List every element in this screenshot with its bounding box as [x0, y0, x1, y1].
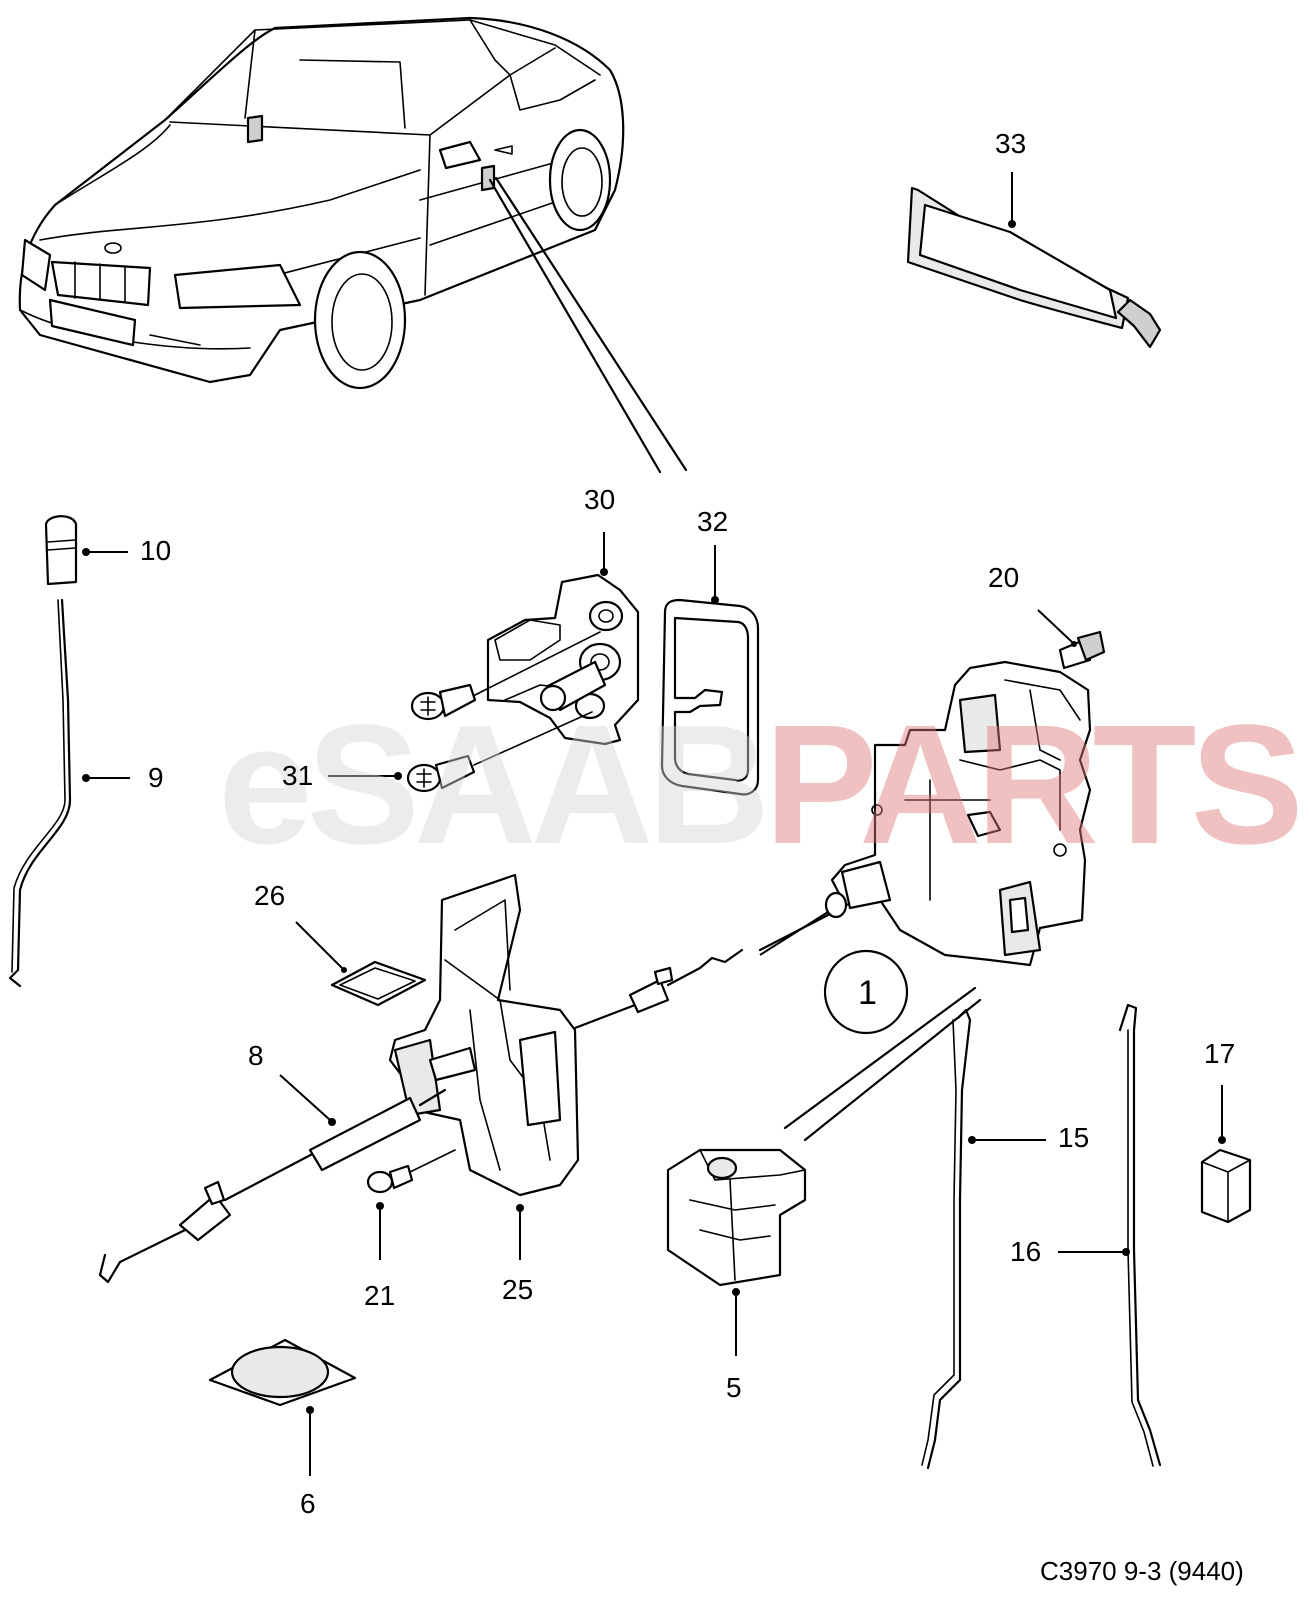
pad-part-26 — [330, 960, 427, 1007]
gasket-part-32 — [660, 598, 760, 796]
rod-part-15 — [926, 1008, 972, 1470]
callout-26: 26 — [254, 880, 286, 911]
watermark-logo: eSAABPARTS — [218, 690, 1304, 880]
callout-17: 17 — [1204, 1038, 1236, 1069]
car-illustration — [18, 16, 625, 390]
callout-6: 6 — [300, 1488, 316, 1519]
lock-button-part-10 — [44, 515, 78, 586]
pointer-line — [488, 178, 662, 474]
grease-tube-part-33 — [906, 186, 1162, 349]
callout-21: 21 — [364, 1280, 396, 1311]
screw-part-31 — [406, 631, 601, 793]
callout-1: 1 — [858, 974, 877, 1012]
callout-8: 8 — [248, 1040, 264, 1071]
assembly-callout-circle — [823, 949, 909, 1035]
callout-16: 16 — [1010, 1236, 1042, 1267]
callout-9: 9 — [148, 762, 164, 793]
seal-part-6 — [208, 1338, 357, 1407]
lock-rod-part-9 — [8, 598, 72, 988]
pointer-line — [494, 176, 688, 472]
screw-part-21 — [366, 1149, 456, 1194]
lock-housing-part-25 — [388, 873, 580, 1197]
bolt-part-20 — [1058, 630, 1106, 670]
pointer-line — [803, 998, 982, 1142]
callout-30: 30 — [584, 484, 616, 515]
striker-part-30 — [486, 573, 640, 746]
block-part-17 — [1200, 1148, 1252, 1224]
callout-5: 5 — [726, 1372, 742, 1403]
door-lock-assembly-part-1 — [824, 660, 1092, 967]
pointer-line — [783, 986, 977, 1130]
callout-31: 31 — [282, 760, 314, 791]
diagram-code: C3970 9-3 (9440) — [1040, 1556, 1244, 1586]
cylinder-housing-part-5 — [666, 1148, 807, 1287]
callout-15: 15 — [1058, 1122, 1090, 1153]
cable-part-8 — [98, 913, 830, 1284]
callout-33: 33 — [995, 128, 1027, 159]
callout-32: 32 — [697, 506, 729, 537]
callout-10: 10 — [140, 535, 172, 566]
callout-25: 25 — [502, 1274, 534, 1305]
callout-20: 20 — [988, 562, 1020, 593]
rod-part-16 — [1118, 1003, 1162, 1467]
